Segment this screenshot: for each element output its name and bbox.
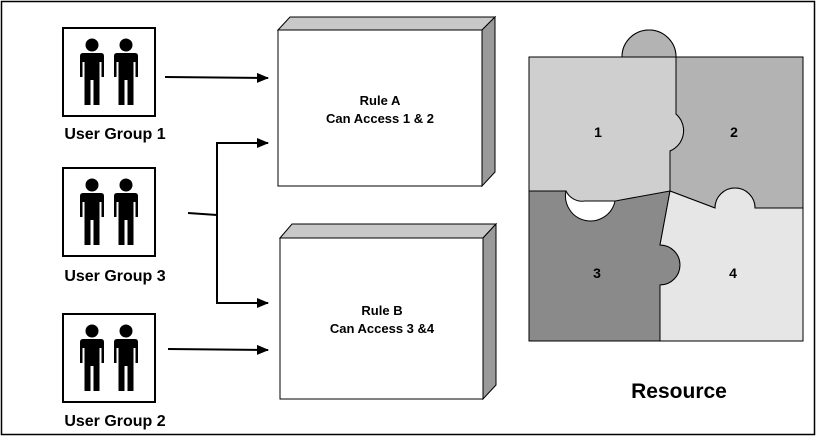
connector-group3 [187,212,218,216]
rule-a-access: Can Access 1 & 2 [326,111,434,126]
rule-a-name: Rule A [360,93,401,108]
user-group-2-label: User Group 2 [64,413,165,430]
user-group-3 [63,168,155,256]
rule-b-box [278,222,498,401]
piece-4-number: 4 [729,265,737,281]
rule-a-box [276,15,497,188]
rule-b-access: Can Access 3 &4 [330,321,435,336]
user-group-1-label: User Group 1 [64,126,165,143]
two-people-icon [63,314,155,402]
piece-3-number: 3 [593,265,601,281]
user-group-3-label: User Group 3 [64,268,165,285]
resource-label: Resource [631,380,727,403]
arrow-group3-to-rule-b [216,215,269,308]
arrow-group1-to-rule-a [164,72,269,83]
puzzle-piece-3 [528,190,681,342]
piece-2-number: 2 [730,124,738,140]
two-people-icon [63,168,155,256]
user-group-1 [63,28,155,116]
rule-b-name: Rule B [361,303,402,318]
arrow-group2-to-rule-b [167,344,269,355]
user-group-2 [63,314,155,402]
puzzle-icon [528,29,804,342]
piece-1-number: 1 [594,124,602,140]
arrow-group3-to-rule-a [216,138,269,215]
two-people-icon [63,28,155,116]
